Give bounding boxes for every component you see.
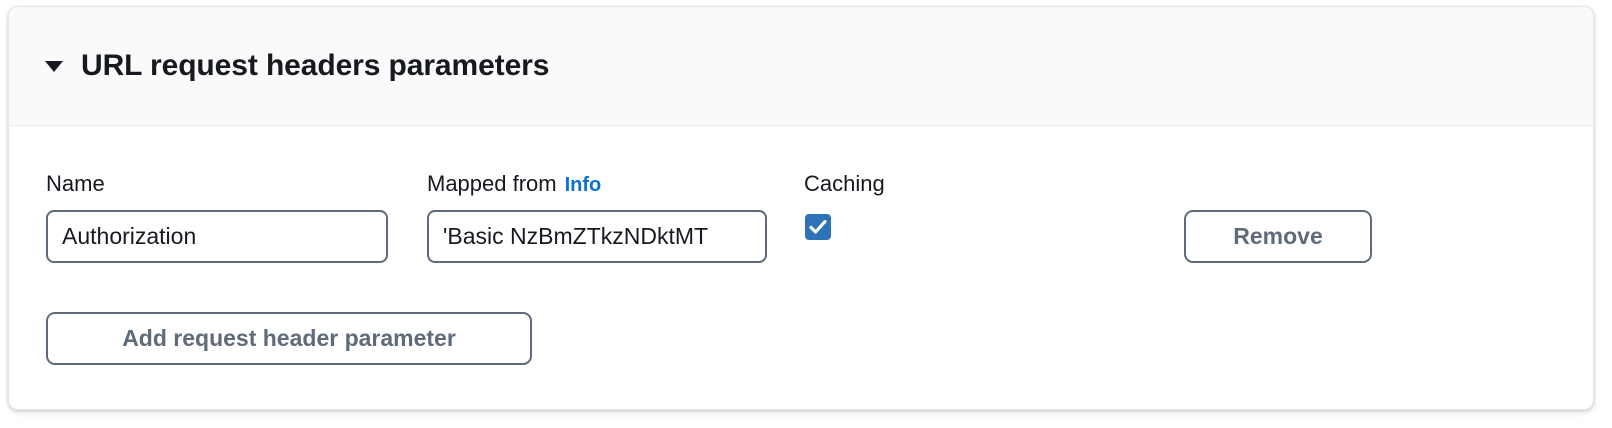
remove-button[interactable]: Remove: [1184, 210, 1372, 263]
table-row: Remove Add request header parameter: [9, 126, 1593, 409]
add-request-header-parameter-button[interactable]: Add request header parameter: [46, 312, 532, 365]
column-labels: Name Mapped from Info Caching: [9, 171, 1593, 197]
info-link[interactable]: Info: [564, 174, 602, 196]
caching-checkbox[interactable]: [805, 214, 831, 240]
label-caching: Caching: [804, 171, 885, 196]
url-request-headers-parameters-card: URL request headers parameters Name Mapp…: [8, 6, 1594, 410]
page-title: URL request headers parameters: [81, 49, 550, 82]
label-name: Name: [46, 171, 105, 196]
header-name-input[interactable]: [46, 210, 388, 263]
label-mapped-from-group: Mapped from Info: [427, 171, 601, 197]
label-mapped-from: Mapped from: [427, 171, 557, 196]
section-body: Name Mapped from Info Caching Remove Add …: [9, 126, 1593, 409]
mapped-from-input[interactable]: [427, 210, 767, 263]
caret-down-icon[interactable]: [45, 60, 63, 72]
section-header[interactable]: URL request headers parameters: [9, 7, 1593, 126]
